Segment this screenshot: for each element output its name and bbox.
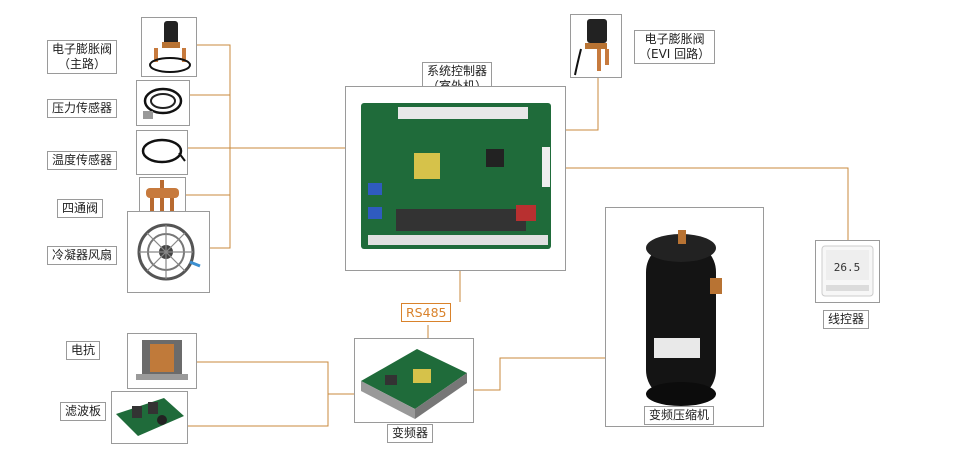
wired-controller-label: 线控器 — [823, 310, 870, 329]
reactor-label: 电抗 — [66, 341, 101, 360]
eev-evi-label-line2: （EVI 回路） — [639, 47, 711, 61]
reactor-image — [127, 333, 197, 389]
filter-board-label: 滤波板 — [60, 402, 107, 421]
pressure-sensor-image — [136, 80, 190, 126]
four-way-valve-label: 四通阀 — [57, 199, 104, 218]
eev-evi-image — [570, 14, 622, 78]
compressor-label: 变频压缩机 — [644, 406, 715, 425]
inverter-label: 变频器 — [387, 424, 434, 443]
thermostat-reading: 26.5 — [834, 261, 861, 274]
eev-evi-label-line1: 电子膨胀阀 — [644, 32, 705, 46]
compressor-image — [605, 207, 764, 427]
inverter-image — [354, 338, 474, 423]
condenser-fan-image — [127, 211, 210, 293]
temp-sensor-image — [136, 130, 188, 175]
controller-label-line1: 系统控制器 — [427, 64, 488, 78]
eev-main-label: 电子膨胀阀 （主路） — [47, 40, 118, 74]
condenser-fan-label: 冷凝器风扇 — [47, 246, 118, 265]
pressure-sensor-label: 压力传感器 — [47, 99, 118, 118]
eev-main-image — [141, 17, 197, 77]
wired-controller-image: 26.5 — [815, 240, 880, 303]
eev-evi-label: 电子膨胀阀 （EVI 回路） — [634, 30, 716, 64]
eev-main-label-line1: 电子膨胀阀 — [52, 42, 113, 56]
eev-main-label-line2: （主路） — [58, 57, 107, 71]
controller-image — [345, 86, 566, 271]
temp-sensor-label: 温度传感器 — [47, 151, 118, 170]
filter-board-image — [111, 391, 188, 444]
rs485-label: RS485 — [401, 303, 452, 322]
